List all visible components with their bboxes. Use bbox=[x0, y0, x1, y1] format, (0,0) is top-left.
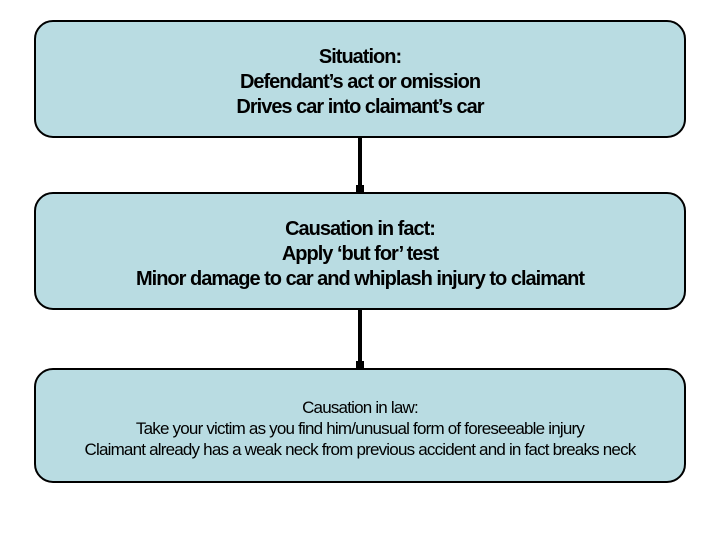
flowchart-box-situation[interactable]: Situation: Defendant’s act or omission D… bbox=[34, 20, 686, 138]
connector-arrowhead-2 bbox=[356, 361, 364, 369]
box-text-line: Causation in law: bbox=[302, 397, 419, 417]
box-text-line: Causation in fact: bbox=[285, 217, 436, 240]
flowchart-box-causation-in-law[interactable]: Causation in law: Take your victim as yo… bbox=[34, 368, 686, 483]
box-text-line: Claimant already has a weak neck from pr… bbox=[84, 439, 636, 459]
box-text-line: Take your victim as you find him/unusual… bbox=[135, 418, 585, 438]
box-text-line: Apply ‘but for’ test bbox=[281, 242, 439, 265]
box-text-line: Defendant’s act or omission bbox=[239, 70, 481, 93]
connector-arrowhead-1 bbox=[356, 185, 364, 193]
connector-line-2 bbox=[356, 309, 364, 370]
box-text-line: Minor damage to car and whiplash injury … bbox=[136, 267, 585, 290]
box-text-line: Situation: bbox=[318, 45, 402, 68]
box-text-line: Drives car into claimant’s car bbox=[236, 95, 484, 118]
connector-line-1 bbox=[356, 137, 364, 194]
flowchart-box-causation-in-fact[interactable]: Causation in fact: Apply ‘but for’ test … bbox=[34, 192, 686, 310]
